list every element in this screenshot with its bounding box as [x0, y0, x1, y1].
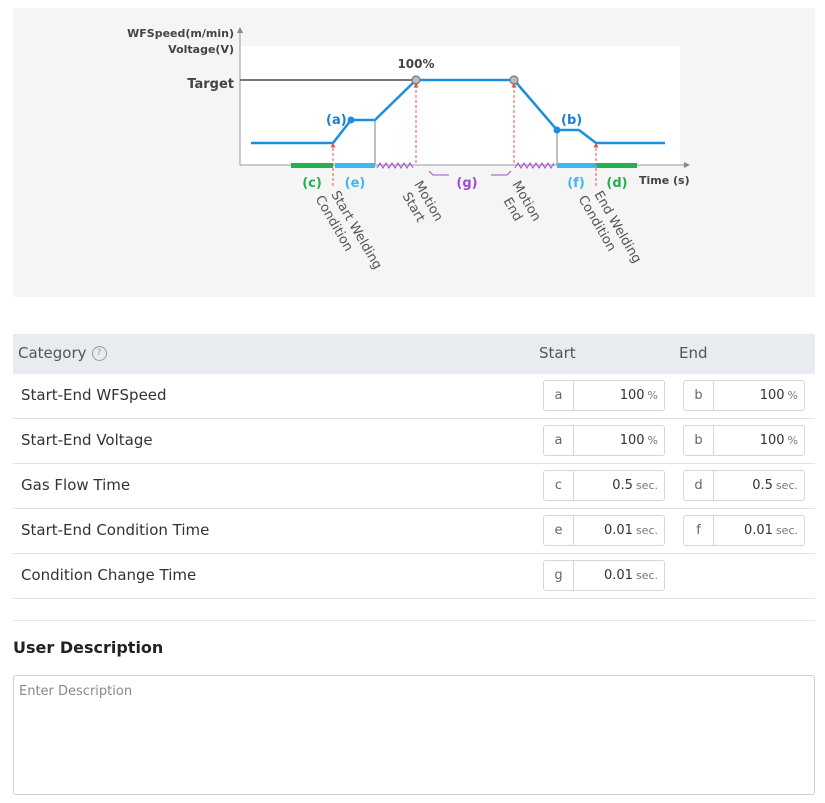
- table-row: Start-End WFSpeed a 100% b 100%: [13, 374, 815, 419]
- section-divider: [13, 620, 815, 621]
- field-tag: b: [684, 426, 714, 455]
- diagram-svg: WFSpeed(m/min) Voltage(V) Target Time (s…: [127, 27, 690, 273]
- segment-g-label: (g): [456, 176, 477, 191]
- output-profile-line: [251, 78, 665, 145]
- table-row: Start-End Voltage a 100% b 100%: [13, 419, 815, 464]
- condition-table: Category ? Start End Start-End WFSpeed a…: [13, 334, 815, 599]
- plot-area: [240, 46, 680, 165]
- table-header: Category ? Start End: [13, 334, 815, 374]
- segment-e-bar: [335, 163, 375, 168]
- segment-d-bar: [597, 163, 637, 168]
- g-bracket-right: [491, 170, 512, 176]
- welding-sequence-diagram: WFSpeed(m/min) Voltage(V) Target Time (s…: [13, 8, 815, 297]
- help-icon[interactable]: ?: [91, 345, 107, 361]
- user-description-input[interactable]: [13, 675, 815, 795]
- point-a-marker: [347, 116, 355, 124]
- row-label: Start-End Voltage: [21, 431, 153, 449]
- row-label: Condition Change Time: [21, 566, 197, 584]
- field-tag: c: [544, 471, 574, 500]
- wfspeed-start-field[interactable]: a 100%: [543, 380, 665, 411]
- row-label: Start-End WFSpeed: [21, 386, 167, 404]
- row-label: Gas Flow Time: [21, 476, 131, 494]
- y-axis-label-1: WFSpeed(m/min): [127, 27, 234, 40]
- row-label: Start-End Condition Time: [21, 521, 210, 539]
- motion-end-marker: [509, 75, 519, 85]
- condition-change-end-zigzag: [514, 162, 555, 169]
- field-tag: a: [544, 381, 574, 410]
- category-header: Category ?: [18, 344, 107, 362]
- point-a-label: (a): [326, 113, 347, 128]
- field-value[interactable]: 100%: [619, 388, 658, 403]
- field-value[interactable]: 100%: [619, 433, 658, 448]
- motion-end-label: Motion End: [500, 179, 544, 225]
- field-value[interactable]: 100%: [759, 433, 798, 448]
- field-tag: b: [684, 381, 714, 410]
- voltage-end-field[interactable]: b 100%: [683, 425, 805, 456]
- g-bracket-left: [428, 170, 449, 176]
- segment-e-label: (e): [345, 176, 366, 191]
- segment-f-bar: [557, 163, 597, 168]
- category-header-label: Category: [18, 344, 87, 362]
- field-value[interactable]: 100%: [759, 388, 798, 403]
- peak-label: 100%: [397, 57, 434, 71]
- target-label: Target: [187, 77, 234, 92]
- user-description-title: User Description: [13, 638, 164, 657]
- y-axis-label-2: Voltage(V): [168, 43, 234, 56]
- field-tag: f: [684, 516, 714, 545]
- field-tag: d: [684, 471, 714, 500]
- motion-start-marker: [411, 75, 421, 85]
- segment-c-label: (c): [302, 176, 322, 191]
- field-tag: a: [544, 426, 574, 455]
- segment-d-label: (d): [606, 176, 627, 191]
- end-welding-condition-label: End Welding Condition: [575, 189, 644, 267]
- start-welding-condition-label: Start Welding Condition: [312, 189, 385, 273]
- point-b-label: (b): [561, 113, 582, 128]
- field-tag: e: [544, 516, 574, 545]
- field-tag: g: [544, 561, 574, 590]
- segment-c-bar: [291, 163, 333, 168]
- x-axis-label: Time (s): [639, 174, 690, 187]
- wfspeed-end-field[interactable]: b 100%: [683, 380, 805, 411]
- point-b-marker: [553, 126, 561, 134]
- condition-change-start-zigzag: [376, 162, 414, 169]
- voltage-start-field[interactable]: a 100%: [543, 425, 665, 456]
- segment-f-label: (f): [567, 176, 585, 191]
- start-header: Start: [539, 344, 576, 362]
- motion-start-label: Motion Start: [399, 179, 446, 225]
- end-header: End: [679, 344, 708, 362]
